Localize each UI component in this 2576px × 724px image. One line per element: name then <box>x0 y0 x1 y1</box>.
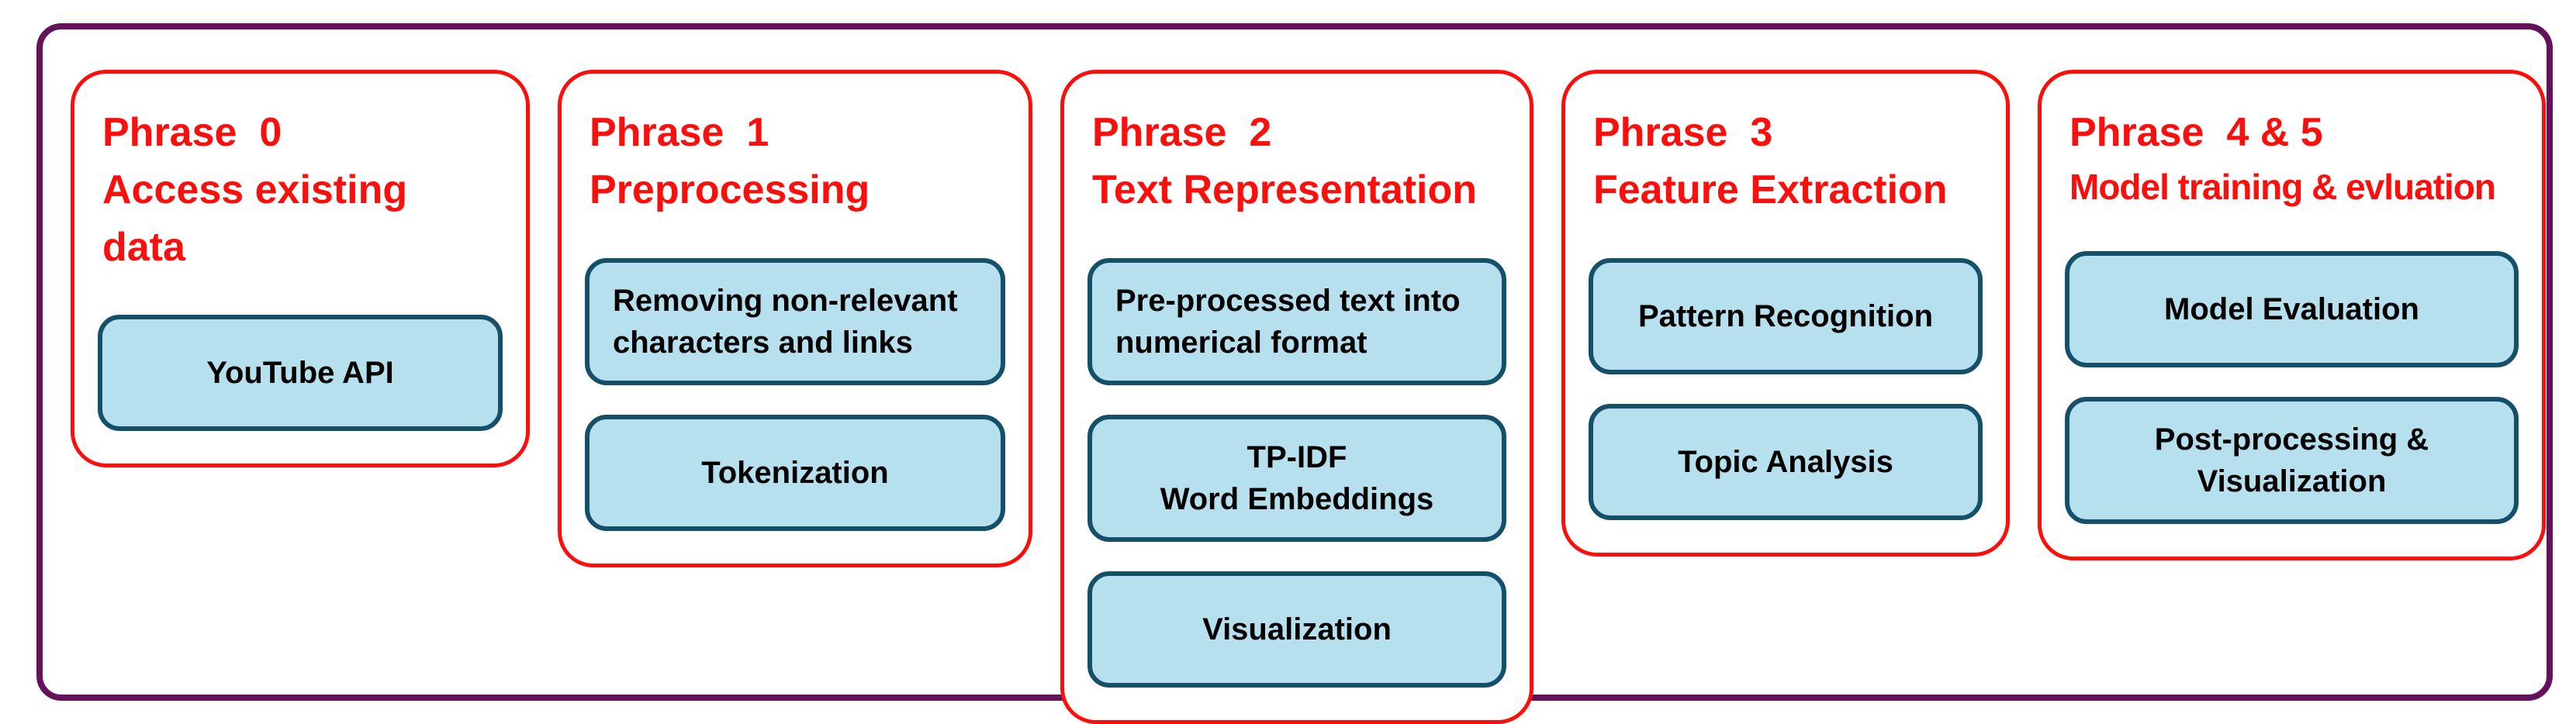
node-postprocessing-visualization: Post-processing & Visualization <box>2065 397 2519 525</box>
phase-card-4-5: Phrase 4 & 5 Model training & evluation … <box>2038 70 2546 561</box>
node-postprocessing-visualization-label: Post-processing & Visualization <box>2154 422 2429 499</box>
node-tokenization: Tokenization <box>585 414 1005 531</box>
node-tpidf-word-embeddings: TP-IDF Word Embeddings <box>1087 414 1506 542</box>
phase-1-number: Phrase 1 <box>590 110 769 155</box>
node-topic-analysis: Topic Analysis <box>1589 403 1983 520</box>
pipeline-outer-frame: Phrase 0 Access existing data YouTube AP… <box>36 23 2553 724</box>
node-tpidf-word-embeddings-label: TP-IDF Word Embeddings <box>1160 440 1434 516</box>
node-removing-non-relevant: Removing non-relevant characters and lin… <box>585 257 1005 385</box>
node-visualization: Visualization <box>1087 571 1506 688</box>
phase-3-number: Phrase 3 <box>1593 110 1773 155</box>
node-youtube-api-label: YouTube API <box>206 356 394 391</box>
phase-4-5-number: Phrase 4 & 5 <box>2069 110 2323 155</box>
node-visualization-label: Visualization <box>1202 612 1392 646</box>
node-removing-non-relevant-label: Removing non-relevant characters and lin… <box>613 283 958 360</box>
phase-2-name: Text Representation <box>1092 167 1478 212</box>
node-preprocessed-text: Pre-processed text into numerical format <box>1087 257 1506 385</box>
phase-card-0: Phrase 0 Access existing data YouTube AP… <box>71 70 530 468</box>
node-model-evaluation: Model Evaluation <box>2065 251 2519 368</box>
phase-card-2: Phrase 2 Text Representation Pre-process… <box>1060 70 1533 724</box>
node-youtube-api: YouTube API <box>98 315 503 432</box>
phase-0-number: Phrase 0 <box>102 110 282 155</box>
phase-card-3: Phrase 3 Feature Extraction Pattern Reco… <box>1561 70 2010 557</box>
phase-1-title: Phrase 1 Preprocessing <box>590 105 1004 219</box>
phase-3-title: Phrase 3 Feature Extraction <box>1593 105 1981 219</box>
node-pattern-recognition: Pattern Recognition <box>1589 257 1983 374</box>
node-model-evaluation-label: Model Evaluation <box>2164 292 2419 327</box>
phase-4-5-title: Phrase 4 & 5 Model training & evluation <box>2069 105 2517 212</box>
phase-2-number: Phrase 2 <box>1092 110 1272 155</box>
node-topic-analysis-label: Topic Analysis <box>1678 444 1893 479</box>
phase-card-1: Phrase 1 Preprocessing Removing non-rele… <box>558 70 1032 567</box>
node-tokenization-label: Tokenization <box>701 455 889 490</box>
phase-1-name: Preprocessing <box>590 167 870 212</box>
phase-0-name: Access existing data <box>102 167 408 270</box>
phase-2-title: Phrase 2 Text Representation <box>1092 105 1505 219</box>
node-preprocessed-text-label: Pre-processed text into numerical format <box>1115 283 1461 360</box>
node-pattern-recognition-label: Pattern Recognition <box>1637 298 1934 333</box>
phase-row: Phrase 0 Access existing data YouTube AP… <box>43 29 2547 724</box>
phase-0-title: Phrase 0 Access existing data <box>102 105 501 276</box>
phase-3-name: Feature Extraction <box>1593 167 1948 212</box>
phase-4-5-name: Model training & evluation <box>2069 166 2496 207</box>
